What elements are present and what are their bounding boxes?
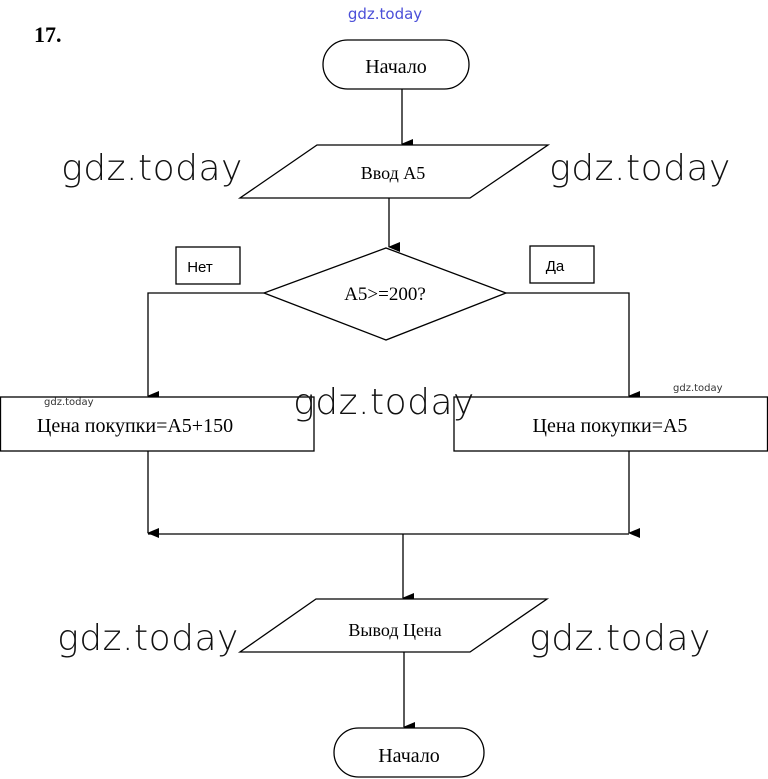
branch-no-label: Нет bbox=[187, 259, 213, 276]
connector-yes-branch bbox=[506, 292, 640, 401]
process-yes-block: Цена покупки=А5 bbox=[453, 396, 768, 452]
start-terminator: Начало bbox=[322, 39, 470, 90]
watermark-input-left: gdz.today bbox=[61, 148, 243, 189]
watermark-input-right: gdz.today bbox=[549, 148, 731, 189]
end-terminator: Начало bbox=[333, 727, 485, 778]
connector-no-branch bbox=[147, 292, 264, 401]
start-label: Начало bbox=[365, 56, 427, 78]
branch-yes-label: Да bbox=[546, 258, 565, 275]
output-label: Вывод Цена bbox=[348, 620, 441, 640]
watermark-small-right: gdz.today bbox=[673, 383, 723, 394]
process-no-label: Цена покупки=А5+150 bbox=[37, 415, 233, 437]
watermark-top: gdz.today bbox=[348, 5, 422, 23]
input-block: Ввод А5 bbox=[237, 144, 551, 199]
decision-block: А5>=200? bbox=[262, 247, 508, 341]
watermark-small-left: gdz.today bbox=[44, 397, 94, 408]
watermark-center: gdz.today bbox=[293, 382, 475, 423]
decision-label: А5>=200? bbox=[344, 284, 426, 305]
branch-no-label-box: Нет bbox=[175, 246, 241, 285]
branch-yes-label-box: Да bbox=[529, 245, 595, 284]
watermark-output-right: gdz.today bbox=[529, 618, 711, 659]
output-block: Вывод Цена bbox=[237, 598, 550, 653]
end-label: Начало bbox=[378, 745, 440, 767]
watermark-output-left: gdz.today bbox=[57, 618, 239, 659]
process-no-block: Цена покупки=А5+150 bbox=[0, 396, 315, 452]
task-number: 17. bbox=[34, 22, 62, 47]
process-yes-label: Цена покупки=А5 bbox=[533, 415, 688, 437]
input-label: Ввод А5 bbox=[361, 163, 426, 183]
